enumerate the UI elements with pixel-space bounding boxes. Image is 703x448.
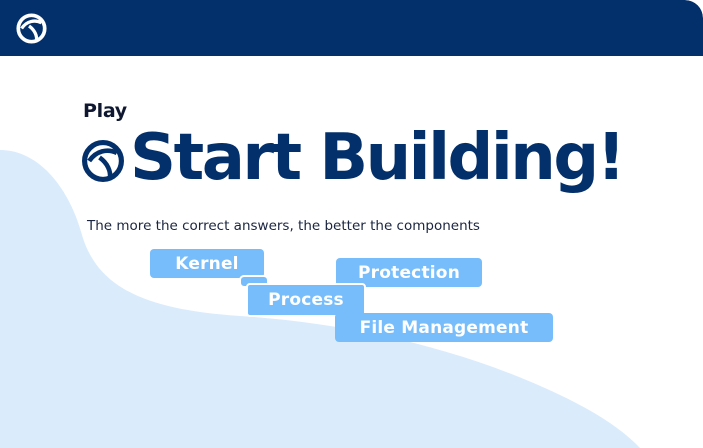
component-chip-protection[interactable]: Protection [336,258,482,287]
subtitle-text: The more the correct answers, the better… [87,218,480,234]
orbit-logo-icon[interactable] [15,12,48,45]
orbit-logo-icon [82,140,124,182]
top-bar [0,0,703,56]
play-label: Play [83,100,127,122]
component-chip-kernel[interactable]: Kernel [150,249,264,278]
component-chip-file-management[interactable]: File Management [335,313,553,342]
component-chip-process[interactable]: Process [246,283,366,317]
page-title: Start Building! [130,121,626,195]
